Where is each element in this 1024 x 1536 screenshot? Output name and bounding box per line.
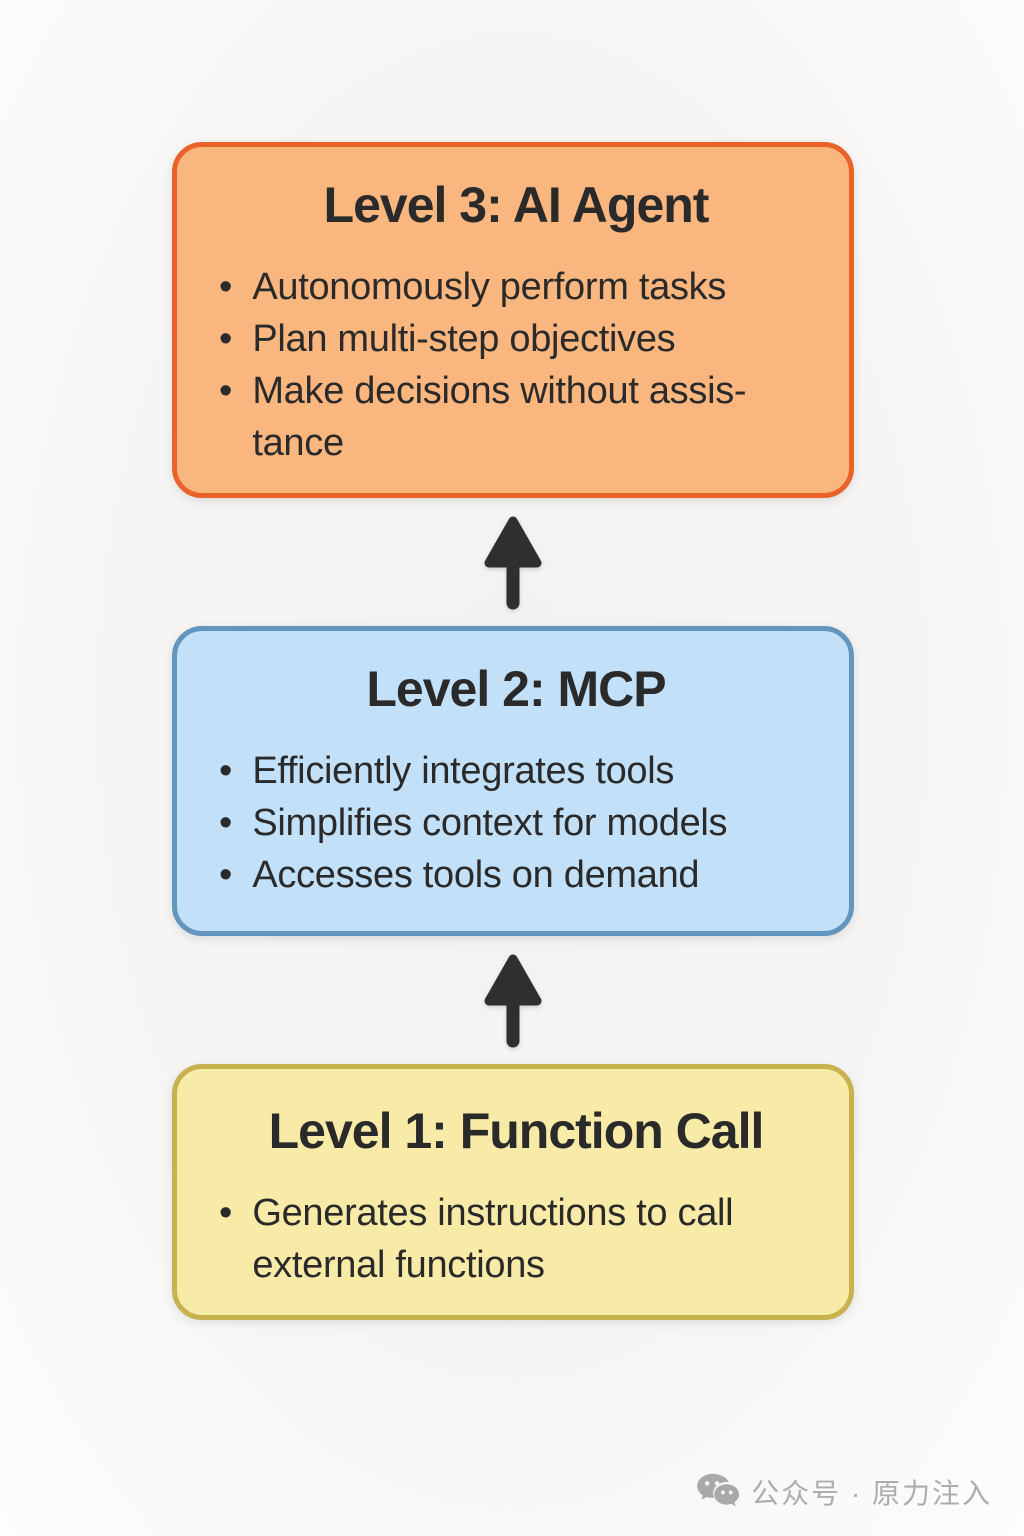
level-2-title: Level 2: MCP: [366, 661, 666, 717]
level-1-box: Level 1: Function Call • Generates instr…: [172, 1064, 854, 1320]
wechat-icon: [695, 1473, 741, 1511]
level-3-bullets: • Autonomously perform tasks • Plan mult…: [219, 261, 813, 469]
bullet-text: Plan multi-step objectives: [252, 317, 676, 360]
watermark: 公众号 · 原力注入: [695, 1472, 992, 1512]
levels-stack: Level 3: AI Agent • Autonomously perform…: [172, 142, 854, 1320]
bullet-item: • Autonomously perform tasks: [219, 261, 813, 313]
up-arrow-icon: [484, 516, 542, 610]
level-1-bullets: • Generates instructions to call externa…: [219, 1187, 813, 1291]
bullet-text: Make decisions without assis- tance: [252, 369, 747, 464]
bullet-marker: •: [219, 749, 233, 792]
bullet-text: Efficiently integrates tools: [252, 749, 675, 792]
level-2-bullets: • Efficiently integrates tools • Simplif…: [219, 745, 813, 901]
level-3-title: Level 3: AI Agent: [323, 177, 710, 233]
level-2-box: Level 2: MCP • Efficiently integrates to…: [172, 626, 854, 936]
bullet-item: • Simplifies context for models: [219, 797, 813, 849]
bullet-text: Generates instructions to call external …: [252, 1191, 734, 1286]
bullet-item: • Make decisions without assis- tance: [219, 365, 813, 469]
level-3-box: Level 3: AI Agent • Autonomously perform…: [172, 142, 854, 498]
bullet-marker: •: [219, 317, 233, 360]
watermark-text: 公众号 · 原力注入: [751, 1478, 992, 1509]
bullet-marker: •: [219, 1191, 233, 1234]
bullet-marker: •: [219, 853, 233, 896]
bullet-item: • Generates instructions to call externa…: [219, 1187, 813, 1291]
bullet-marker: •: [219, 801, 233, 844]
level-1-title: Level 1: Function Call: [268, 1103, 765, 1159]
bullet-item: • Accesses tools on demand: [219, 849, 813, 901]
bullet-text: Autonomously perform tasks: [252, 265, 727, 308]
bullet-text: Accesses tools on demand: [252, 853, 700, 896]
bullet-text: Simplifies context for models: [252, 801, 728, 844]
up-arrow-top: [483, 514, 543, 610]
bullet-item: • Plan multi-step objectives: [219, 313, 813, 365]
up-arrow-icon: [484, 954, 542, 1048]
up-arrow-bottom: [483, 952, 543, 1048]
bullet-item: • Efficiently integrates tools: [219, 745, 813, 797]
bullet-marker: •: [219, 265, 233, 308]
bullet-marker: •: [219, 369, 233, 412]
